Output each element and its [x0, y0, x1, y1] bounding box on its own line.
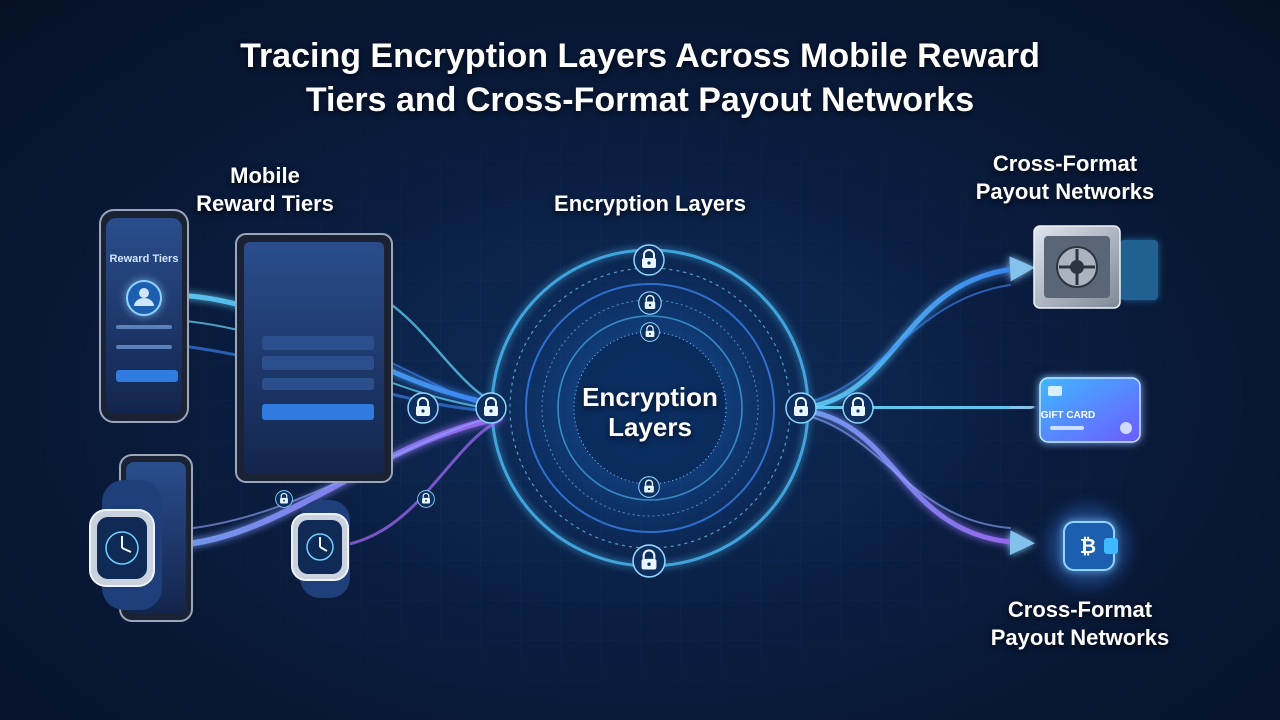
core-encryption-label: Encryption Layers [540, 382, 760, 442]
tablet-icon [235, 233, 393, 483]
lock-icon [417, 490, 435, 508]
lock-icon [633, 244, 665, 276]
core-label-line-1: Encryption [582, 382, 718, 412]
smartwatch-icon [291, 500, 350, 598]
payout-bottom-line-2: Payout Networks [990, 625, 1170, 650]
payout-top-line-2: Payout Networks [975, 179, 1155, 204]
mobile-label-line-1: Mobile [230, 163, 300, 188]
gift-card-text: GIFT CARD [1041, 410, 1095, 421]
encryption-layers-label: Encryption Layers [554, 191, 746, 216]
lock-icon [638, 291, 662, 315]
mobile-reward-tiers-label: Mobile Reward Tiers [160, 162, 370, 218]
core-label-line-2: Layers [608, 412, 692, 442]
gift-card-icon: GIFT CARD [1039, 377, 1141, 443]
payout-networks-label-top: Cross-Format Payout Networks [940, 150, 1190, 206]
lock-icon [275, 490, 293, 508]
smartphone-icon: Reward Tiers [99, 209, 189, 423]
phone-screen-title: Reward Tiers [110, 253, 179, 265]
payout-bottom-line-1: Cross-Format [1007, 597, 1153, 622]
payout-networks-label-bottom: Cross-Format Payout Networks [950, 596, 1210, 652]
title-line-2: Tiers and Cross-Format Payout Networks [305, 81, 975, 119]
lock-icon [785, 392, 817, 424]
lock-icon [842, 392, 874, 424]
smartwatch-icon [89, 480, 162, 610]
lock-icon [640, 322, 660, 342]
lock-icon [475, 392, 507, 424]
payout-top-line-1: Cross-Format [992, 151, 1138, 176]
svg-text:₿: ₿ [1080, 534, 1096, 558]
mobile-label-line-2: Reward Tiers [196, 191, 334, 216]
vault-icon [1033, 225, 1158, 309]
lock-icon [638, 476, 660, 498]
lock-icon [407, 392, 439, 424]
lock-icon [632, 544, 666, 578]
title-line-1: Tracing Encryption Layers Across Mobile … [240, 37, 1040, 75]
bitcoin-wallet-icon: ₿ [1048, 506, 1128, 586]
page-title: Tracing Encryption Layers Across Mobile … [90, 34, 1190, 122]
